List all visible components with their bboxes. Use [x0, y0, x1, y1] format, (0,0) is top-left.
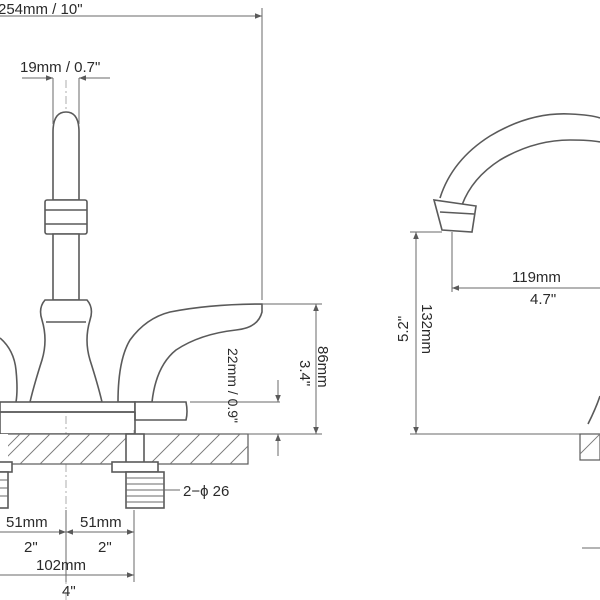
left-handle	[0, 337, 18, 403]
spout-height-mm-label: 132mm	[418, 304, 435, 354]
center-spread-in-label: 4"	[62, 583, 76, 600]
left-spacing-in-label: 2"	[24, 539, 38, 556]
handle-height-in-label: 3.4"	[296, 360, 313, 386]
spout-tube	[52, 111, 80, 201]
left-shank	[0, 461, 13, 509]
gooseneck-spout	[439, 113, 600, 199]
spout-reach-in-label: 4.7"	[530, 291, 556, 308]
side-aerator	[432, 199, 477, 233]
left-spacing-mm-label: 51mm	[6, 514, 48, 531]
deck-thickness-label: 22mm / 0.9"	[225, 348, 241, 423]
aerator	[44, 199, 88, 235]
spout-diameter-label: 19mm / 0.7"	[20, 59, 100, 76]
overall-width-label: 254mm / 10"	[0, 1, 83, 18]
side-view: 132mm 5.2" 119mm 4.7"	[395, 113, 600, 549]
center-spread-mm-label: 102mm	[36, 557, 86, 574]
spout-reach-mm-label: 119mm	[512, 269, 561, 286]
deck-plate	[0, 401, 136, 413]
countertop	[0, 433, 249, 465]
right-spacing-mm-label: 51mm	[80, 514, 122, 531]
spout-height-in-label: 5.2"	[395, 316, 412, 342]
front-view: 254mm / 10" 19mm / 0.7" 86mm 3.4" 22mm /…	[0, 1, 331, 600]
hole-diameter-label: 2−ϕ 26	[183, 483, 229, 500]
spout-body	[28, 299, 104, 403]
handle-height-mm-label: 86mm	[314, 346, 331, 388]
right-spacing-in-label: 2"	[98, 539, 112, 556]
